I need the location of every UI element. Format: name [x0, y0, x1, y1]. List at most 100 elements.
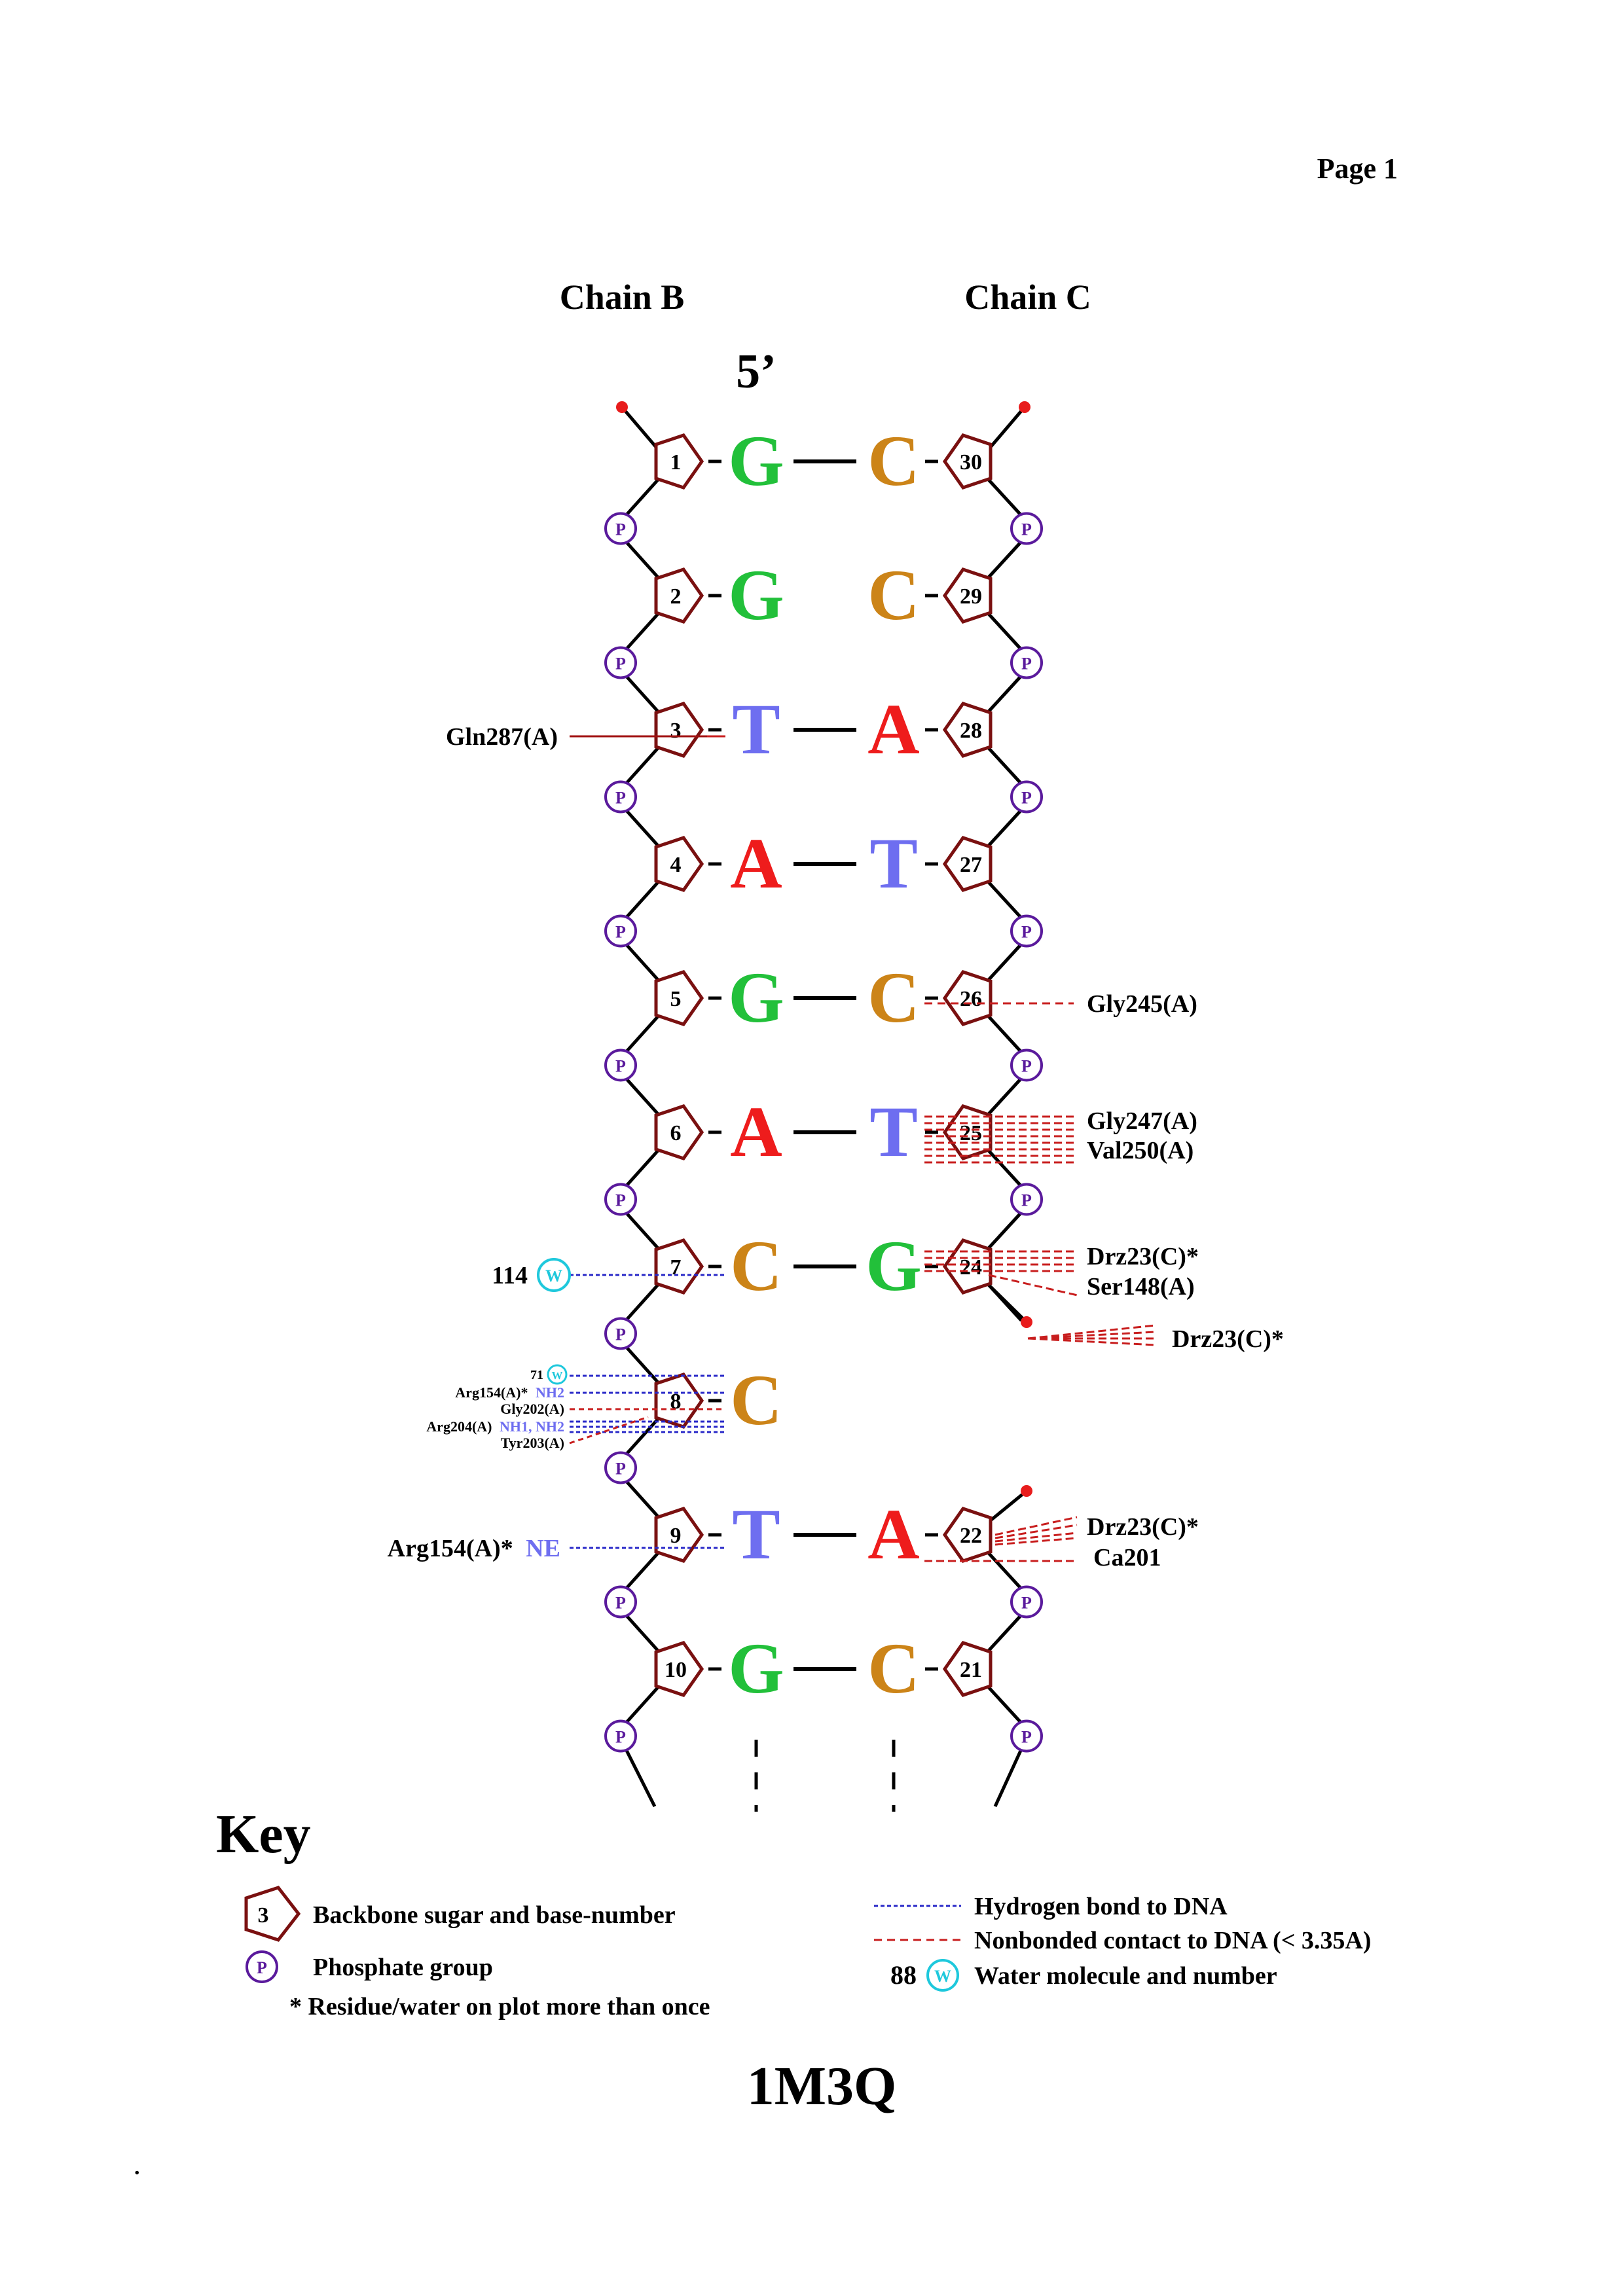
sugar-residue: 7 [654, 1238, 704, 1295]
base-letter-left: G [728, 958, 784, 1037]
phosphate-group: P [1010, 512, 1043, 545]
terminal-markers [616, 401, 1032, 1497]
base-letter-right: T [869, 823, 917, 903]
phosphate-group: P [604, 1183, 637, 1216]
label-gln287: Gln287(A) [446, 723, 558, 751]
svg-text:2: 2 [670, 584, 682, 609]
svg-text:25: 25 [960, 1121, 982, 1145]
svg-text:5: 5 [670, 987, 682, 1011]
chain-b-title: Chain B [560, 278, 685, 317]
label-val250: Val250(A) [1087, 1137, 1194, 1164]
label-arg154-ne: Arg154(A)* NE [388, 1535, 560, 1562]
base-letter-right: A [867, 689, 919, 769]
svg-text:P: P [615, 1191, 626, 1210]
sugar-residue: 29 [942, 567, 993, 624]
legend-sugar-label: Backbone sugar and base-number [313, 1901, 676, 1929]
legend-water-icon: W [926, 1959, 959, 1992]
svg-text:P: P [615, 923, 626, 942]
svg-text:P: P [257, 1958, 267, 1977]
svg-text:21: 21 [960, 1658, 982, 1682]
label-water-114: 114 [492, 1262, 528, 1289]
svg-text:P: P [615, 655, 626, 673]
phosphate-group: P [1010, 1183, 1043, 1216]
base-letter-right: C [867, 958, 919, 1037]
base-letter-left: C [730, 1360, 782, 1440]
dna-backbone [621, 406, 1028, 1808]
base-letter-left: A [730, 823, 782, 903]
sugar-residue: 25 [942, 1104, 993, 1160]
svg-text:W: W [552, 1369, 563, 1382]
sugar-residue: 30 [942, 433, 993, 490]
base-letter-right: A [867, 1494, 919, 1574]
svg-text:P: P [1021, 520, 1032, 539]
phosphate-group: P [604, 1317, 637, 1350]
interaction-lines [563, 735, 1156, 1562]
svg-text:9: 9 [670, 1524, 682, 1548]
phosphate-group: P [604, 1585, 637, 1619]
svg-text:W: W [934, 1967, 951, 1986]
sugar-residue: 10 [654, 1641, 704, 1697]
svg-text:1: 1 [670, 450, 682, 475]
phosphate-group: P [604, 1049, 637, 1082]
sugar-residue: 3 [654, 702, 704, 758]
legend-water-number: 88 [890, 1960, 917, 1990]
label-drz23-c: Drz23(C)* [1087, 1513, 1199, 1541]
label-arg154-nh2: Arg154(A)* NH2 [455, 1384, 564, 1401]
svg-text:22: 22 [960, 1524, 982, 1548]
water-114-icon: W [537, 1258, 571, 1292]
phosphate-group: P [1010, 914, 1043, 948]
legend: Key 3 Backbone sugar and base-number P P… [216, 1804, 1371, 2020]
svg-text:P: P [615, 1728, 626, 1747]
five-prime-label: 5’ [736, 345, 776, 399]
svg-text:29: 29 [960, 584, 982, 609]
label-drz23-a: Drz23(C)* [1087, 1243, 1199, 1270]
svg-text:3: 3 [670, 719, 682, 743]
label-ser148: Ser148(A) [1087, 1273, 1195, 1300]
svg-text:8: 8 [670, 1390, 682, 1414]
base-letter-left: A [730, 1092, 782, 1172]
phosphate-group: P [604, 780, 637, 814]
svg-text:P: P [1021, 1728, 1032, 1747]
pdb-code: 1M3Q [747, 2056, 897, 2117]
sugar-residue: 28 [942, 702, 993, 758]
svg-text:P: P [1021, 1594, 1032, 1613]
label-gly247: Gly247(A) [1087, 1107, 1197, 1135]
svg-text:P: P [615, 520, 626, 539]
chain-c-title: Chain C [964, 278, 1091, 317]
legend-nonbonded-label: Nonbonded contact to DNA (< 3.35A) [974, 1927, 1371, 1954]
base-pair-row: C [708, 1360, 782, 1440]
svg-text:P: P [1021, 923, 1032, 942]
footer-dot: . [134, 2155, 140, 2179]
legend-phosphate-label: Phosphate group [313, 1954, 493, 1981]
svg-text:P: P [615, 789, 626, 808]
page-label: Page 1 [1317, 152, 1398, 185]
phosphate-group: P [604, 646, 637, 679]
base-letter-right: G [866, 1226, 922, 1306]
label-arg204: Arg204(A) NH1, NH2 [426, 1418, 564, 1435]
legend-repeat-label: * Residue/water on plot more than once [289, 1993, 710, 2020]
legend-sugar-icon: 3 [244, 1886, 301, 1942]
svg-text:7: 7 [670, 1255, 682, 1280]
legend-phosphate-icon: P [246, 1950, 278, 1983]
svg-text:P: P [615, 1057, 626, 1076]
label-gly245: Gly245(A) [1087, 990, 1197, 1018]
sugar-residue: 24 [942, 1238, 993, 1295]
phosphate-group: P [604, 914, 637, 948]
sugar-residue: 5 [654, 970, 704, 1026]
phosphate-group: P [1010, 780, 1043, 814]
base-letter-left: C [730, 1226, 782, 1306]
label-gly202: Gly202(A) [500, 1401, 564, 1417]
base-letter-left: T [732, 689, 780, 769]
svg-text:26: 26 [960, 987, 982, 1011]
svg-text:3: 3 [258, 1903, 269, 1928]
svg-text:P: P [1021, 655, 1032, 673]
